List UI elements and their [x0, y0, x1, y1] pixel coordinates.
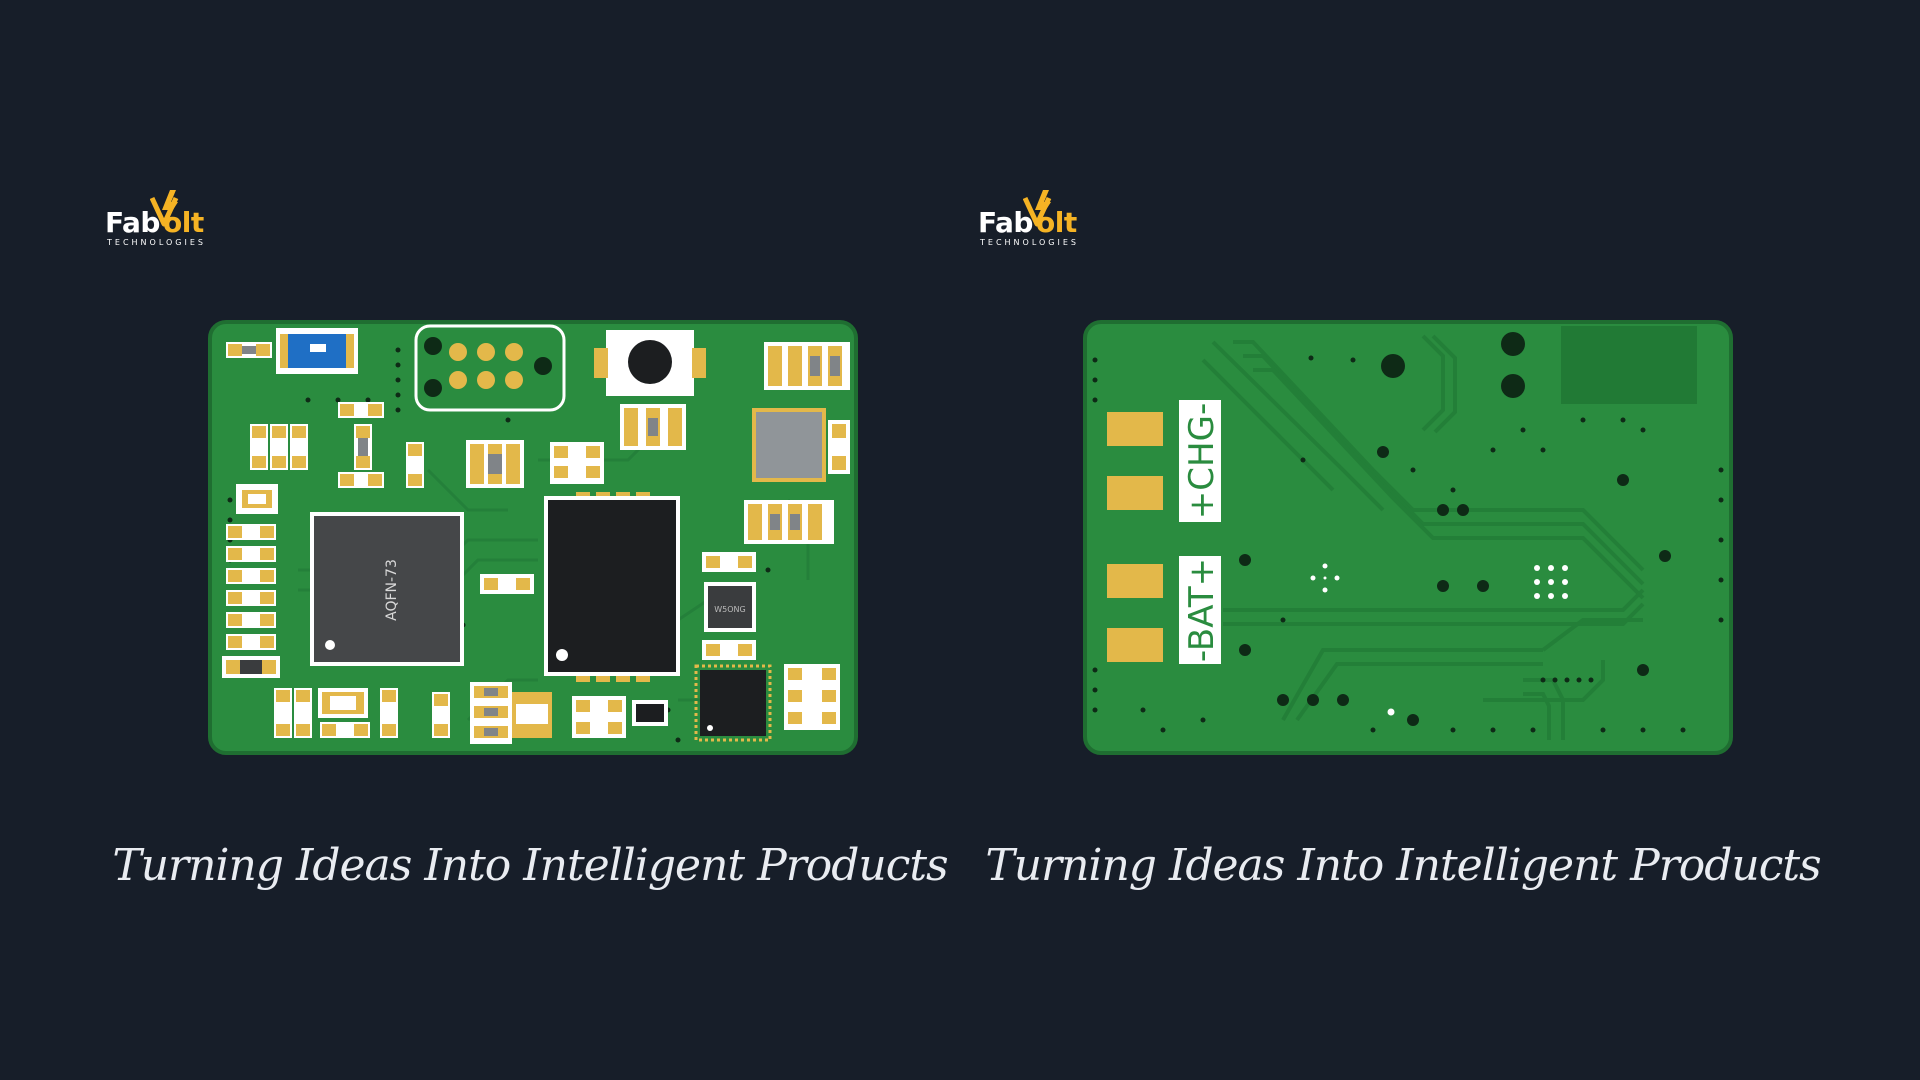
large-ic — [548, 500, 676, 672]
qfn-chip — [700, 670, 766, 736]
fabvolt-logo-back: Fab olt TECHNOLOGIES — [978, 190, 1118, 250]
bat-label: -BAT+ — [1182, 558, 1222, 662]
test-points — [1133, 440, 1568, 716]
back-panel: Fab olt TECHNOLOGIES — [873, 0, 1822, 1080]
logo-brand-right: olt — [163, 206, 204, 239]
pcb-vias — [1092, 332, 1724, 733]
passive-components — [222, 342, 850, 744]
main-chip — [314, 516, 460, 662]
main-chip-label: AQFN-73 — [384, 559, 400, 621]
lightning-bolt-icon — [1023, 190, 1052, 227]
chg-pad-minus — [1107, 476, 1163, 510]
shield-can — [756, 412, 822, 478]
chg-label: +CHG- — [1182, 403, 1222, 519]
connector-pins — [449, 343, 523, 389]
pcb-traces — [1201, 334, 1645, 740]
tagline-back: Turning Ideas Into Intelligent Products — [985, 840, 1821, 891]
pcb-front-side: AQFN-73 W5ONG — [208, 320, 858, 755]
bat-pad-minus — [1107, 564, 1163, 598]
push-button — [628, 340, 672, 384]
small-ic-label: W5ONG — [714, 605, 745, 614]
tagline-front: Turning Ideas Into Intelligent Products — [112, 840, 948, 891]
fabvolt-logo-front: Fab olt TECHNOLOGIES — [105, 190, 245, 250]
lightning-bolt-icon — [150, 190, 179, 227]
sensor-chip — [636, 704, 664, 722]
chg-label-box — [1179, 400, 1221, 522]
logo-subtitle: TECHNOLOGIES — [980, 238, 1079, 247]
front-panel: Fab olt TECHNOLOGIES — [0, 0, 949, 1080]
bat-pad-plus — [1107, 628, 1163, 662]
logo-subtitle: TECHNOLOGIES — [107, 238, 206, 247]
bat-label-box — [1179, 556, 1221, 664]
power-pads — [1107, 412, 1163, 662]
led — [516, 704, 548, 724]
connector-outline — [414, 324, 566, 412]
pcb-back-side: +CHG- -BAT+ — [1083, 320, 1733, 755]
logo-brand-right: olt — [1036, 206, 1077, 239]
chg-pad-plus — [1107, 412, 1163, 446]
antenna-area — [1561, 326, 1697, 404]
logo-brand-left: Fab — [105, 206, 160, 239]
small-ic — [708, 586, 752, 628]
logo-brand-left: Fab — [978, 206, 1033, 239]
